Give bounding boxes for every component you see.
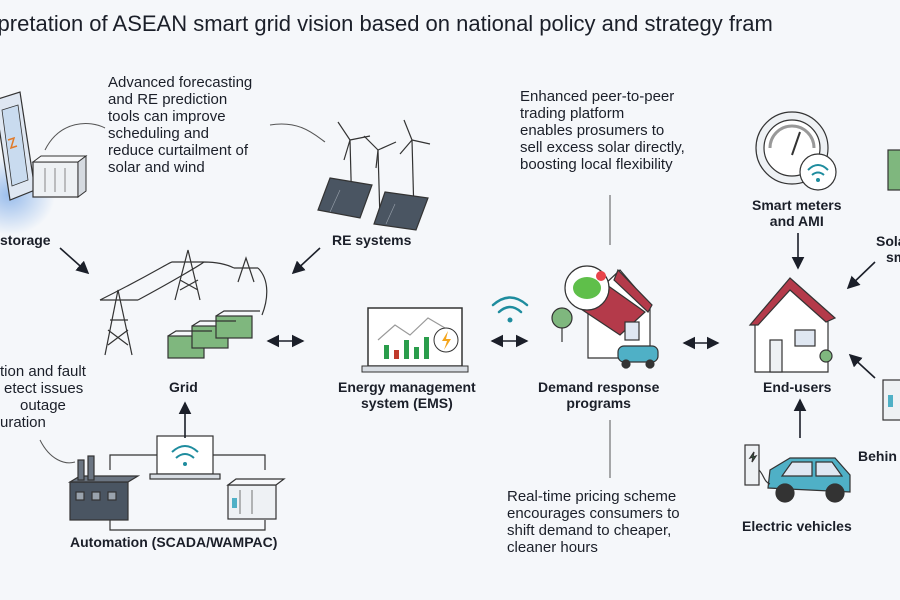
solar-label: Sola sm	[876, 233, 900, 265]
ev-illustration	[744, 444, 851, 503]
automation-label: Automation (SCADA/WAMPAC)	[70, 534, 278, 550]
ems-label: Energy management system (EMS)	[338, 379, 476, 411]
re-systems-illustration	[317, 119, 431, 231]
flow-arrows	[59, 233, 876, 438]
pricing-note: Real-time pricing scheme encourages cons…	[507, 488, 680, 556]
storage-label: storage	[0, 232, 51, 248]
smart-meters-label: Smart meters and AMI	[752, 197, 842, 229]
p2p-trading-note: Enhanced peer-to-peer trading platform e…	[520, 88, 685, 173]
grid-illustration	[99, 249, 268, 359]
re-systems-label: RE systems	[332, 232, 412, 248]
diagram-title: erpretation of ASEAN smart grid vision b…	[0, 11, 773, 36]
behind-meter-label: Behin	[858, 448, 897, 464]
smart-meter-illustration	[755, 111, 837, 191]
dr-house-illustration	[551, 265, 659, 369]
end-users-house-illustration	[748, 277, 837, 373]
fault-detection-note: tion and fault etect issues outage urati…	[0, 363, 86, 431]
behind-meter-illustration-partial	[882, 379, 900, 421]
solar-illustration-partial	[887, 149, 900, 191]
grid-label: Grid	[169, 379, 198, 395]
ems-illustration	[361, 307, 469, 373]
end-users-label: End-users	[763, 379, 832, 395]
demand-response-label: Demand response programs	[538, 379, 660, 411]
wifi-icon	[491, 296, 529, 323]
automation-illustration	[67, 435, 286, 531]
forecasting-note: Advanced forecasting and RE prediction t…	[108, 74, 253, 176]
storage-illustration	[0, 91, 88, 235]
electric-vehicles-label: Electric vehicles	[742, 518, 852, 534]
